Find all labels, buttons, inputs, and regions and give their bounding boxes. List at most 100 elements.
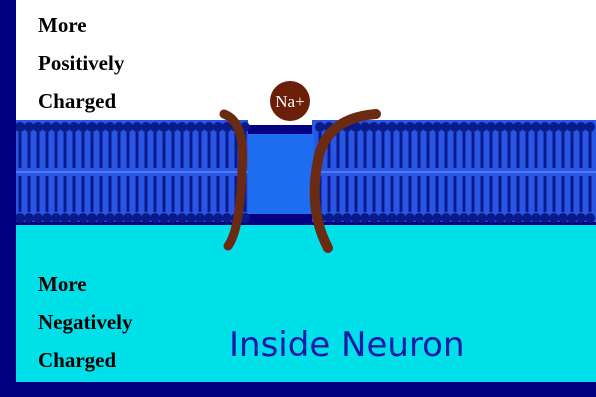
- lipid-head: [504, 213, 514, 223]
- lipid-head: [585, 122, 595, 132]
- lipid-head: [576, 213, 586, 223]
- lipid-head: [114, 122, 124, 132]
- lipid-head: [159, 213, 169, 223]
- lipid-head: [432, 213, 442, 223]
- lipid-head: [105, 122, 115, 132]
- lipid-head: [177, 213, 187, 223]
- lipid-head: [132, 122, 142, 132]
- lipid-head: [42, 122, 52, 132]
- lipid-head: [558, 122, 568, 132]
- inside-neuron-title: Inside Neuron: [229, 325, 465, 365]
- lipid-head: [360, 213, 370, 223]
- lipid-head: [369, 122, 379, 132]
- lipid-head: [378, 213, 388, 223]
- lipid-head: [168, 213, 178, 223]
- lipid-head: [585, 213, 595, 223]
- lipid-head: [450, 122, 460, 132]
- lipid-head: [504, 122, 514, 132]
- lipid-head: [69, 122, 79, 132]
- lipid-head: [450, 213, 460, 223]
- lipid-head: [486, 122, 496, 132]
- lipid-head: [414, 122, 424, 132]
- lipid-head: [477, 213, 487, 223]
- lipid-head: [141, 122, 151, 132]
- lipid-head: [168, 122, 178, 132]
- lipid-head: [141, 213, 151, 223]
- lipid-head: [222, 213, 232, 223]
- lipid-head: [405, 213, 415, 223]
- lipid-head: [369, 213, 379, 223]
- lipid-head: [78, 213, 88, 223]
- lipid-head: [387, 122, 397, 132]
- lipid-head: [513, 213, 523, 223]
- lipid-head: [549, 213, 559, 223]
- lipid-head: [123, 122, 133, 132]
- lipid-head: [459, 213, 469, 223]
- lipid-head: [51, 213, 61, 223]
- lipid-head: [177, 122, 187, 132]
- lipid-head: [468, 213, 478, 223]
- lipid-head: [324, 213, 334, 223]
- lipid-head: [549, 122, 559, 132]
- lipid-head: [87, 122, 97, 132]
- lipid-head: [396, 122, 406, 132]
- lipid-head: [495, 122, 505, 132]
- lipid-head: [87, 213, 97, 223]
- lipid-head: [477, 122, 487, 132]
- inside-label-line-3: Charged: [38, 341, 132, 379]
- lipid-head: [513, 122, 523, 132]
- lipid-head: [60, 213, 70, 223]
- lipid-head: [159, 122, 169, 132]
- lipid-head: [69, 213, 79, 223]
- lipid-head: [33, 122, 43, 132]
- lipid-head: [114, 213, 124, 223]
- lipid-head: [531, 122, 541, 132]
- lipid-head: [132, 213, 142, 223]
- lipid-head: [51, 122, 61, 132]
- lipid-head: [486, 213, 496, 223]
- lipid-head: [531, 213, 541, 223]
- membrane-left: [16, 120, 248, 222]
- lipid-head: [204, 213, 214, 223]
- inside-charge-label: More Negatively Charged: [38, 265, 132, 379]
- outside-label-line-2: Positively: [38, 44, 124, 82]
- lipid-head: [360, 122, 370, 132]
- lipid-head: [78, 122, 88, 132]
- diagram-panel: Na+ More Positively Charged More Negativ…: [16, 0, 596, 382]
- lipid-head: [468, 122, 478, 132]
- lipid-head: [396, 213, 406, 223]
- lipid-head: [186, 122, 196, 132]
- lipid-head: [105, 213, 115, 223]
- lipid-head: [387, 213, 397, 223]
- lipid-head: [351, 213, 361, 223]
- lipid-head: [213, 213, 223, 223]
- lipid-head: [558, 213, 568, 223]
- lipid-head: [315, 122, 325, 132]
- outside-label-line-1: More: [38, 6, 124, 44]
- lipid-head: [33, 213, 43, 223]
- channel-pore: [248, 134, 314, 214]
- lipid-head: [150, 213, 160, 223]
- lipid-head: [441, 213, 451, 223]
- lipid-head: [522, 213, 532, 223]
- lipid-head: [195, 213, 205, 223]
- lipid-head: [567, 122, 577, 132]
- inside-label-line-1: More: [38, 265, 132, 303]
- lipid-head: [186, 213, 196, 223]
- lipid-head: [459, 122, 469, 132]
- lipid-head: [414, 213, 424, 223]
- lipid-head: [342, 213, 352, 223]
- outside-label-line-3: Charged: [38, 82, 124, 120]
- lipid-head: [60, 122, 70, 132]
- lipid-head: [495, 213, 505, 223]
- lipid-head: [24, 213, 34, 223]
- lipid-head: [576, 122, 586, 132]
- lipid-head: [333, 213, 343, 223]
- lipid-head: [96, 122, 106, 132]
- sodium-ion-label: Na+: [275, 92, 304, 111]
- lipid-head: [432, 122, 442, 132]
- lipid-head: [213, 122, 223, 132]
- lipid-head: [195, 122, 205, 132]
- lipid-head: [540, 122, 550, 132]
- lipid-head: [150, 122, 160, 132]
